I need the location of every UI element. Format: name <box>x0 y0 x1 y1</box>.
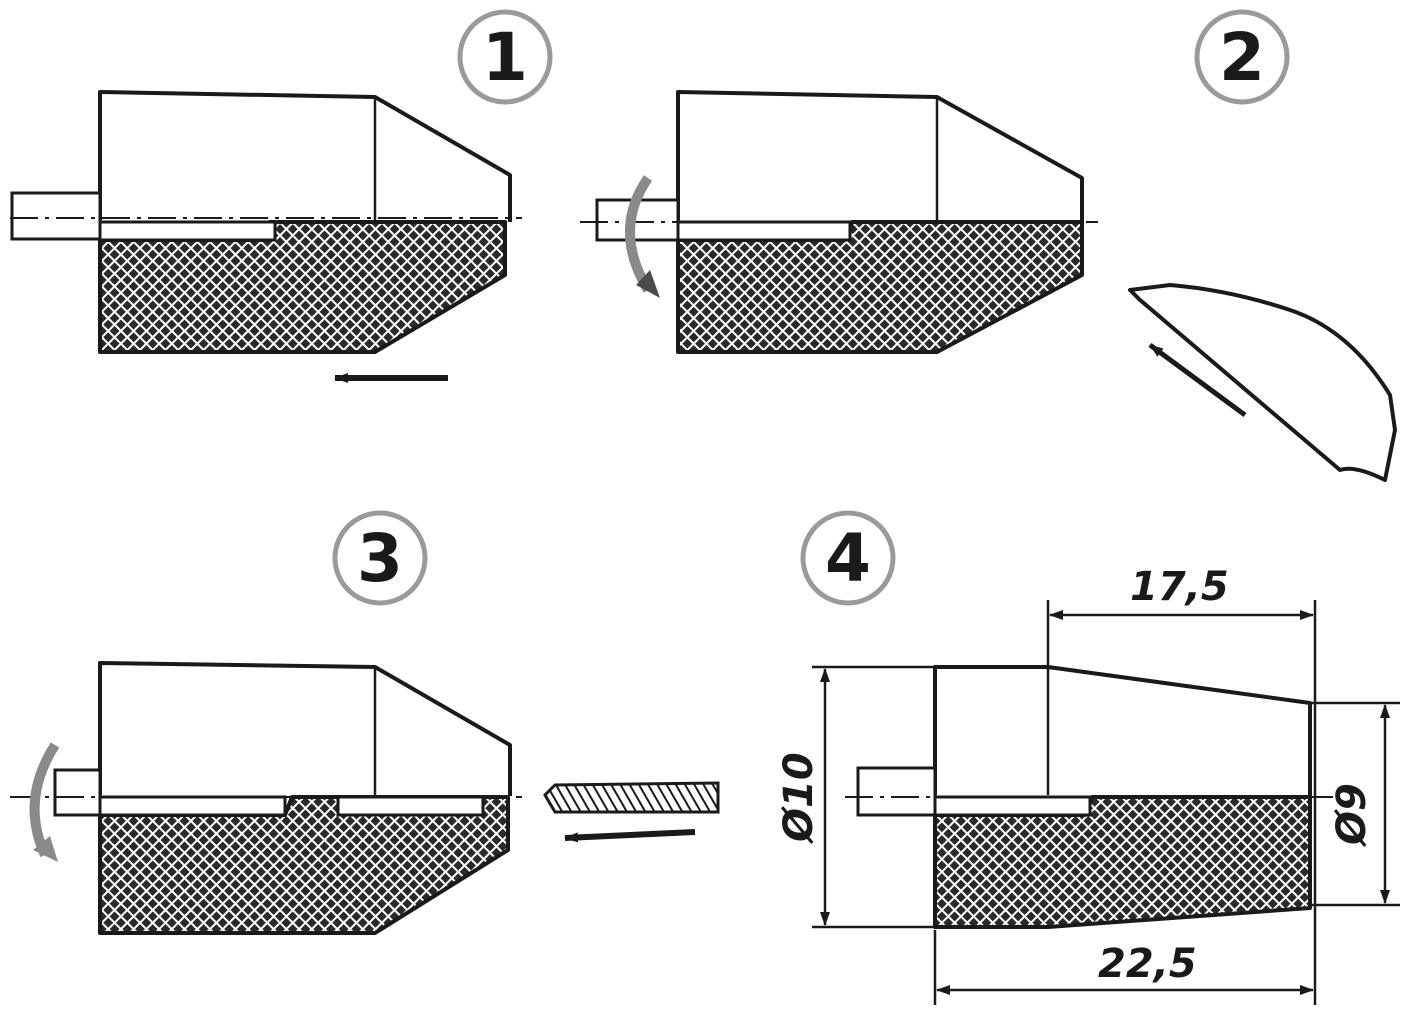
step-1-label: 1 <box>482 19 528 96</box>
step-3-feed-arrow <box>564 829 696 843</box>
step-2-cutting-tool <box>1128 283 1397 482</box>
step-1-shaft-inner <box>98 220 277 242</box>
step-3-label: 3 <box>357 520 403 597</box>
step-3-shaft-inner-2 <box>336 795 485 817</box>
step-2-badge <box>1194 9 1290 105</box>
step-1-group: 1 <box>10 9 553 383</box>
step-3-shaft <box>53 768 102 817</box>
step-3-file <box>543 781 720 814</box>
step-4-shaft-inner <box>933 795 1092 817</box>
step-2-tool-arrow <box>1148 342 1247 418</box>
step-3-rotation-arrowhead <box>33 836 58 862</box>
dim-text-total-length: 22,5 <box>1098 941 1197 987</box>
step-3-group: 3 <box>10 510 720 935</box>
step-3-workpiece-upper <box>98 661 512 796</box>
dim-text-dia10: Ø10 <box>776 752 822 844</box>
step-2-rotation-arrow <box>625 175 653 293</box>
step-1-workpiece-upper <box>98 90 512 222</box>
step-3-badge <box>332 510 428 606</box>
step-2-rotation-arrowhead <box>636 270 660 298</box>
step-2-shaft-inner <box>676 220 852 242</box>
dim-text-dia9: Ø9 <box>1329 783 1375 847</box>
step-4-badge <box>800 510 896 606</box>
step-3-shaft-inner <box>98 795 287 817</box>
step-4-workpiece-upper <box>933 665 1312 797</box>
step-1-badge <box>457 9 553 105</box>
step-2-group: 2 <box>580 9 1397 482</box>
dim-text-top-length: 17,5 <box>1130 564 1229 610</box>
step-4-group: 4 17,5 22,5 Ø10 Ø9 <box>776 510 1400 1005</box>
step-1-shaft <box>10 191 102 241</box>
step-3-hatched-section <box>98 795 510 935</box>
step-2-label: 2 <box>1219 19 1265 96</box>
step-2-workpiece-upper <box>676 90 1084 222</box>
step-4-shaft <box>856 766 937 817</box>
step-4-label: 4 <box>825 520 871 597</box>
step-3-rotation-arrow <box>29 742 60 858</box>
